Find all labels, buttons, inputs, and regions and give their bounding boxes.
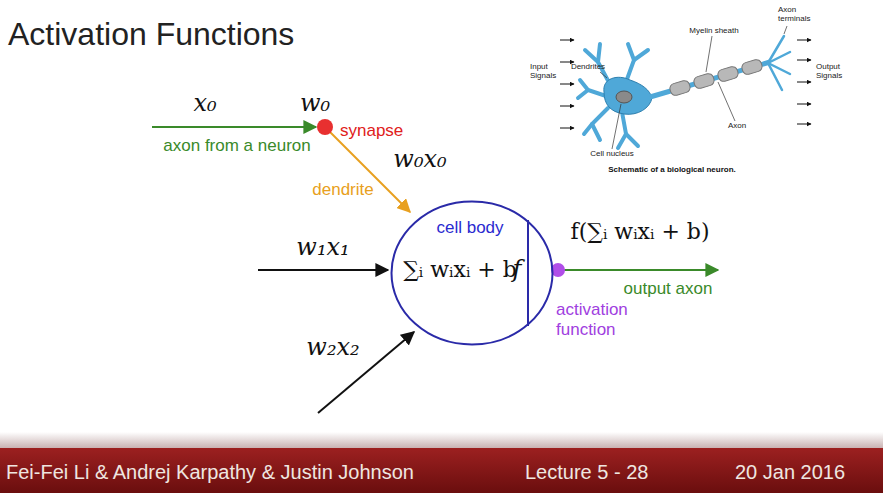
output-arrow (562, 269, 718, 271)
synapse-dot (317, 119, 333, 135)
schematic-label: Axon terminals (778, 5, 818, 23)
axon-arrow (152, 126, 316, 128)
slide-title: Activation Functions (8, 16, 294, 53)
function-symbol: f (513, 256, 522, 284)
schematic-label: Dendrites (571, 62, 605, 71)
schematic-label: Output Signals (816, 62, 850, 80)
weight-symbol: w₀ (300, 90, 330, 118)
weighted-input: w₁x₁ (296, 234, 349, 262)
date: 20 Jan 2016 (735, 461, 845, 484)
footer-band: Fei-Fei Li & Andrej Karpathy & Justin Jo… (0, 448, 883, 493)
schematic-label: Myelin sheath (689, 26, 738, 35)
node-heading: cell body (436, 218, 503, 238)
part-label: synapse (340, 121, 403, 141)
part-label: dendrite (312, 180, 373, 200)
schematic-label: Axon (728, 121, 746, 130)
neuron-schematic (560, 26, 811, 149)
lecture-number: Lecture 5 - 28 (525, 461, 648, 484)
weighted-input: w₀x₀ (393, 146, 446, 174)
part-label: activation function (556, 300, 656, 339)
footer-fade (0, 432, 883, 448)
input-arrow (258, 269, 388, 271)
part-label: output axon (624, 279, 713, 299)
authors: Fei-Fei Li & Andrej Karpathy & Justin Jo… (6, 461, 414, 484)
figure-caption: Schematic of a biological neuron. (608, 165, 736, 174)
weighted-input: w₂x₂ (306, 334, 359, 362)
input-symbol: x₀ (193, 90, 216, 118)
part-label: axon from a neuron (163, 136, 310, 156)
output-formula: f(∑ᵢ wᵢxᵢ + b) (570, 219, 709, 244)
cell-body-circle: cell body ∑ᵢ wᵢxᵢ + bf (390, 200, 554, 346)
schematic-label: Cell nucleus (590, 149, 634, 158)
sum-formula: ∑ᵢ wᵢxᵢ + b (403, 257, 517, 282)
schematic-label: Input Signals (530, 62, 560, 80)
